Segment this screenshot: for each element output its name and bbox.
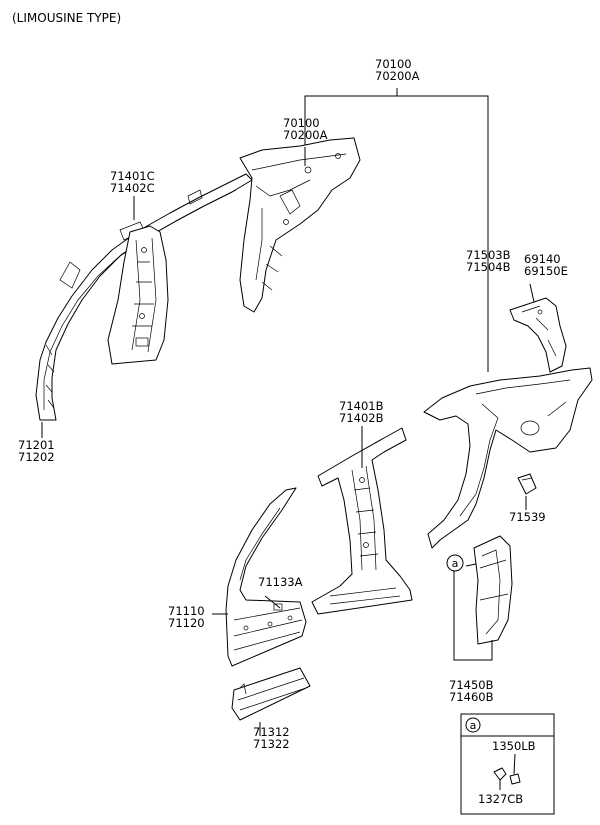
leader-lines: [41, 147, 535, 736]
label-71539: 71539: [509, 510, 546, 524]
label-1350lb: 1350LB: [492, 739, 536, 753]
fuel-filler-71539: [517, 473, 537, 495]
callout-marker-a: a: [446, 554, 464, 572]
leader-70100-bracket: [304, 88, 489, 372]
label-1327cb: 1327CB: [478, 792, 523, 806]
b-pillar-inner: [107, 225, 169, 365]
quarter-outer-panel: [423, 367, 593, 549]
callout-box-marker: a: [470, 719, 477, 732]
quarter-inner-panel: [239, 137, 361, 313]
fastener-callout-box: a 1350LB 1327CB: [460, 713, 555, 815]
quarter-extension: [473, 535, 513, 645]
nut-icon: [493, 767, 507, 781]
front-pillar-sill: [225, 487, 307, 667]
callout-marker-a-text: a: [452, 557, 459, 570]
rocker-reinforcement: [231, 667, 311, 721]
b-pillar-outer: [311, 427, 413, 615]
diagram-title: (LIMOUSINE TYPE): [12, 11, 121, 25]
label-71133a: 71133A: [258, 575, 303, 589]
bracket-69140: [509, 297, 567, 373]
bolt-icon: [509, 773, 521, 785]
